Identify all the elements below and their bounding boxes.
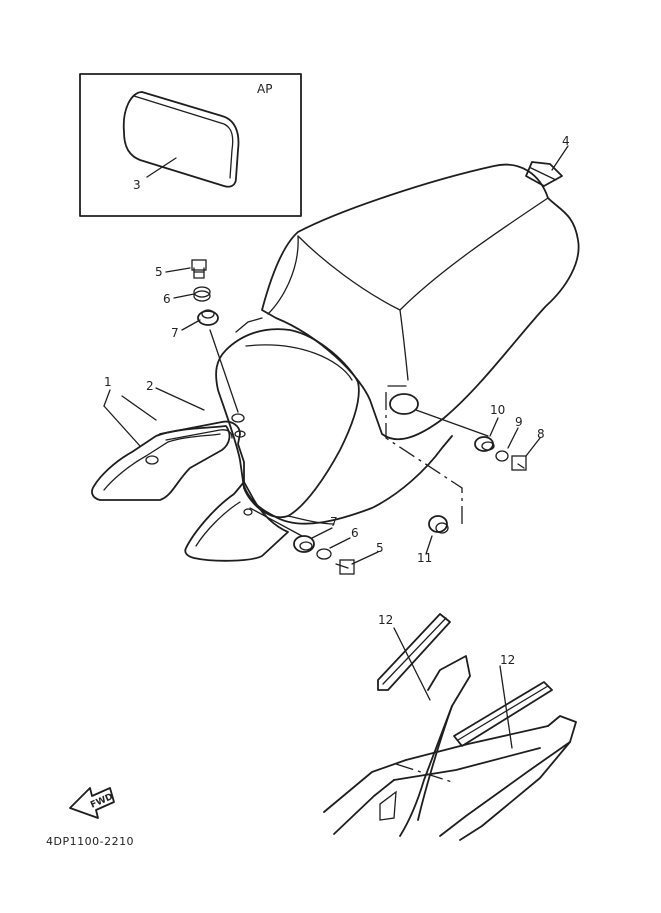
callout-10: 10 — [490, 403, 505, 417]
side-cover-left — [91, 425, 231, 501]
washer-part-6-lower — [316, 548, 332, 560]
washer-part-9 — [495, 450, 509, 462]
callout-5-lower: 5 — [376, 541, 384, 555]
bolt-part-5-lower — [335, 559, 355, 575]
side-cover-right — [184, 481, 289, 562]
leader-lines — [103, 267, 541, 749]
grommet-part-7-lower — [293, 535, 315, 553]
grommet-part-7-top — [197, 309, 219, 326]
bolt-part-5-top — [191, 259, 207, 279]
pad-part-12-upper — [377, 613, 451, 691]
inset-ap-box: AP — [79, 73, 302, 217]
bolt-bracket-rear — [249, 385, 489, 537]
bolt-part-8 — [511, 455, 527, 471]
callout-12-lower: 12 — [500, 653, 515, 667]
callout-5-top: 5 — [155, 265, 163, 279]
callout-2: 2 — [146, 379, 154, 393]
callout-6-top: 6 — [163, 292, 171, 306]
fwd-arrow-icon: FWD — [69, 787, 115, 819]
inset-label: AP — [257, 82, 272, 96]
callout-9: 9 — [515, 415, 523, 429]
callout-7-top: 7 — [171, 326, 179, 340]
callout-1: 1 — [104, 375, 112, 389]
callout-12-upper: 12 — [378, 613, 393, 627]
callouts: 1 2 3 4 5 6 7 8 9 10 11 7 6 5 12 12 — [104, 134, 570, 667]
seat-assembly — [215, 163, 580, 525]
callout-6-lower: 6 — [351, 526, 359, 540]
callout-3: 3 — [133, 178, 141, 192]
callout-8: 8 — [537, 427, 545, 441]
callout-7-lower: 7 — [330, 515, 338, 529]
damper-part-11 — [428, 515, 449, 534]
figure-code: 4DP1100-2210 — [46, 835, 134, 848]
emblem-part-4 — [525, 145, 569, 187]
pad-part-12-lower — [453, 681, 553, 747]
washer-part-6-top — [193, 286, 211, 302]
seat-cowl-part-3 — [122, 91, 240, 188]
grommet-part-10 — [474, 436, 495, 452]
frame-section — [323, 655, 577, 841]
callout-11: 11 — [417, 551, 432, 565]
callout-4: 4 — [562, 134, 570, 148]
